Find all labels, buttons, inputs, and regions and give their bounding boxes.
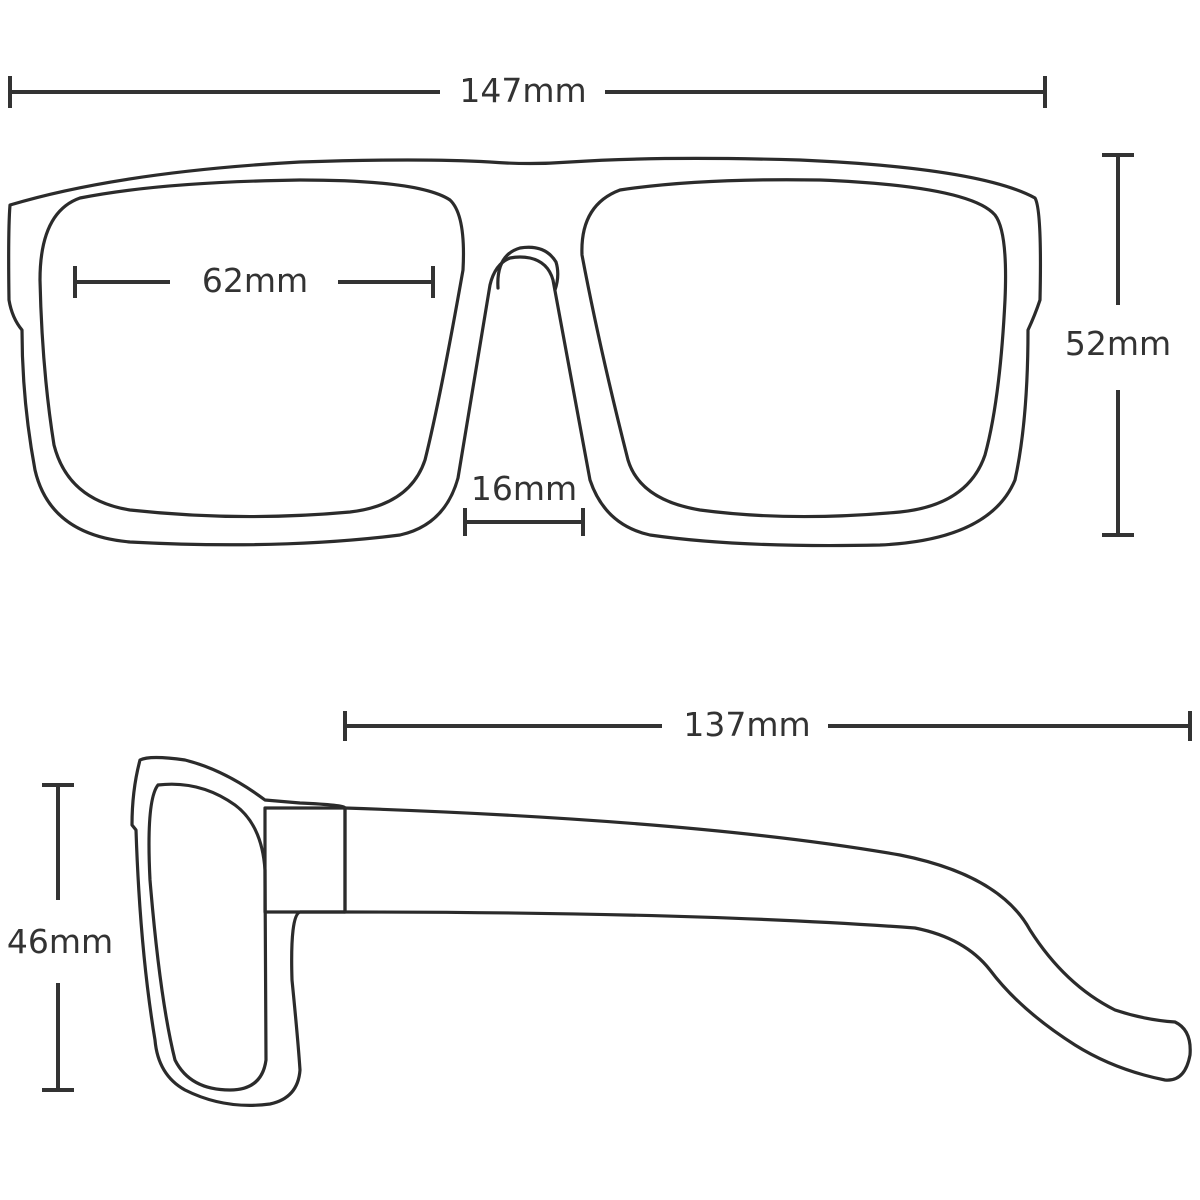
dimension-frame-height: 52mm xyxy=(1065,153,1171,537)
front-frame-outline xyxy=(7,156,1043,548)
dimension-temple-length: 137mm xyxy=(343,705,1192,744)
front-view xyxy=(7,156,1043,548)
total-width-label: 147mm xyxy=(459,71,586,110)
temple-length-label: 137mm xyxy=(683,705,810,744)
frame-height-label: 52mm xyxy=(1065,324,1171,363)
front-right-lens xyxy=(580,178,1008,519)
dimension-bridge-width: 16mm xyxy=(463,469,585,536)
lens-height-label: 46mm xyxy=(7,922,113,961)
dimension-total-width: 147mm xyxy=(8,71,1047,110)
bridge-width-label: 16mm xyxy=(471,469,577,508)
side-lens-outline xyxy=(147,782,268,1092)
front-nose-bridge xyxy=(496,245,560,292)
side-temple-arm xyxy=(343,806,1192,1082)
dimension-lens-width: 62mm xyxy=(73,261,435,300)
side-frame-outline xyxy=(130,755,347,1107)
side-view xyxy=(130,755,1192,1107)
lens-width-label: 62mm xyxy=(202,261,308,300)
dimension-lens-height: 46mm xyxy=(7,783,113,1092)
front-left-lens xyxy=(38,178,466,519)
side-hinge-block xyxy=(263,806,347,914)
